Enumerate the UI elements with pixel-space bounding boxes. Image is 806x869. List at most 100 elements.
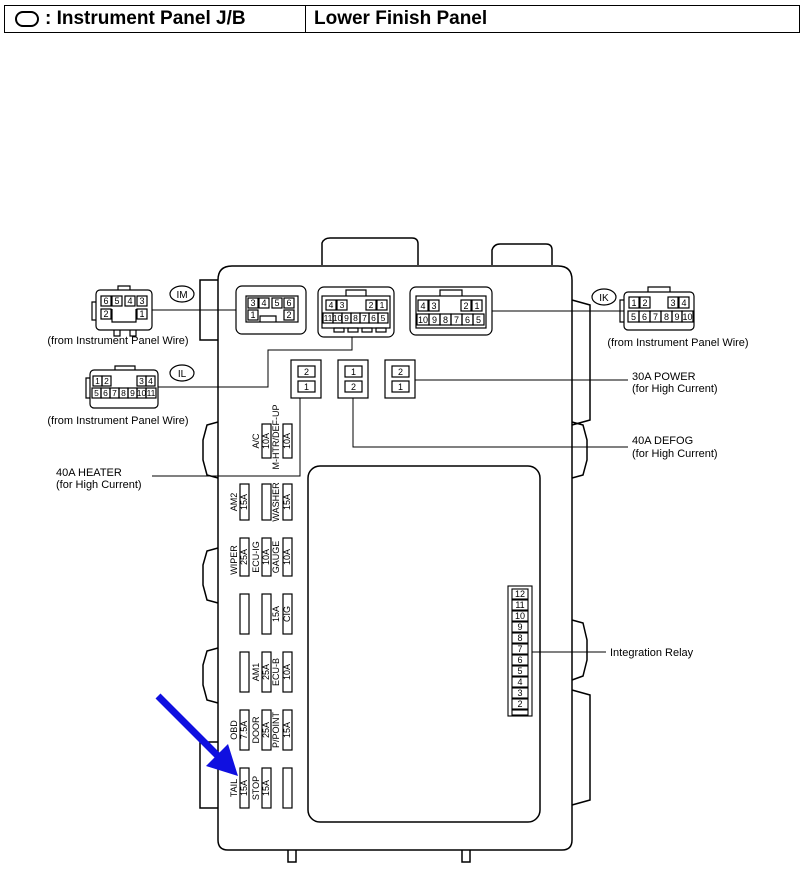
im-socket-pin <box>247 297 259 309</box>
im-socket-pin <box>283 297 295 309</box>
ext-il-pin: 8 <box>121 388 126 398</box>
external-connector-il: 1 2 3 4 5 6 7 8 9 10 11 <box>85 365 159 409</box>
fuse-ppoint-label: P/POINT <box>271 712 281 749</box>
ik-socket-pin-label: 8 <box>443 315 448 325</box>
left-bump-2 <box>202 547 219 604</box>
fuse-tail-amp: 15A <box>239 780 249 796</box>
ik-socket-pin-label: 7 <box>454 315 459 325</box>
ir-pin-label: 6 <box>517 655 522 665</box>
defog-pin-label: 2 <box>351 382 356 392</box>
integration-relay-strip: 12 11 10 9 8 7 6 5 4 3 2 <box>507 585 533 717</box>
ext-ik-pin: 3 <box>670 298 675 308</box>
fuse-door-label: DOOR <box>251 716 261 744</box>
housing-outline <box>217 265 573 851</box>
ext-ik-pin: 10 <box>682 312 692 322</box>
left-bump-3 <box>202 647 219 704</box>
left-bump-1 <box>202 421 219 479</box>
fuse-gauge-label: GAUGE <box>271 541 281 574</box>
il-tag: IL <box>178 369 187 380</box>
heater-leader-line <box>152 398 301 477</box>
header-left-title: : Instrument Panel J/B <box>45 8 246 29</box>
bottom-foot-right <box>461 850 471 863</box>
im-socket-pin-label: 6 <box>286 298 291 308</box>
ir-pin-label: 12 <box>515 589 525 599</box>
ext-il-pin: 7 <box>112 388 117 398</box>
fuse-mhtr-label: M-HTR/DEF-UP <box>271 405 281 470</box>
il-socket-pin-label: 10 <box>333 313 343 323</box>
power-sublabel: (for High Current) <box>632 383 718 395</box>
fuse-door-amp: 25A <box>261 722 271 738</box>
defog-pin-label: 1 <box>351 367 356 377</box>
relay-defog: 1 2 <box>337 359 369 399</box>
fuse-ecuig-amp: 10A <box>261 549 271 565</box>
fuse-cig-label: CIG <box>282 606 292 622</box>
defog-leader-line <box>352 398 628 448</box>
top-tab-right <box>491 243 553 265</box>
ext-il-pin: 9 <box>130 388 135 398</box>
defog-label: 40A DEFOG <box>632 435 693 447</box>
right-lug-top <box>571 299 591 426</box>
il-socket-pin-label: 1 <box>380 300 385 310</box>
relay-heater: 2 1 <box>290 359 322 399</box>
im-socket-pin <box>258 297 270 309</box>
im-socket-pin <box>283 309 295 321</box>
il-socket-pin-label: 5 <box>381 313 386 323</box>
fuse-am2-label: AM2 <box>229 493 239 512</box>
im-socket-pin-label: 4 <box>261 298 266 308</box>
ext-il-pin: 10 <box>137 388 147 398</box>
power-pin-label: 1 <box>398 382 403 392</box>
ik-socket: 4 3 2 1 10 9 8 7 6 5 <box>409 286 493 336</box>
im-socket-pin-label: 1 <box>250 310 255 320</box>
fuse-ecub-amp: 10A <box>282 664 292 680</box>
left-lug-bottom <box>199 741 218 809</box>
fuse-wiper-amp: 25A <box>239 549 249 565</box>
external-connector-ik: 1 2 3 4 5 6 7 8 9 10 <box>619 286 695 331</box>
fuse-am1-label: AM1 <box>251 663 261 682</box>
ik-socket-pin-label: 2 <box>463 301 468 311</box>
right-lug-bottom <box>571 689 591 806</box>
fuse-ecuig-label: ECU-IG <box>251 541 261 573</box>
ik-source-label: (from Instrument Panel Wire) <box>607 337 748 349</box>
right-bump-1 <box>571 421 588 479</box>
top-tab-left <box>321 237 419 265</box>
heater-pin-label: 1 <box>304 382 309 392</box>
bottom-foot-left <box>287 850 297 863</box>
header-right-title: Lower Finish Panel <box>314 8 488 29</box>
ir-pin-label: 8 <box>517 633 522 643</box>
fuse-cig-amp: 15A <box>271 606 281 622</box>
ik-tag: IK <box>599 293 609 304</box>
fuse-obd-label: OBD <box>229 720 239 740</box>
ik-tag-oval-icon <box>591 288 617 306</box>
fuse-am1-amp: 25A <box>261 664 271 680</box>
ext-il-pin: 4 <box>148 376 153 386</box>
ik-socket-pin-label: 3 <box>431 301 436 311</box>
ik-socket-pin-label: 5 <box>476 315 481 325</box>
ik-socket-pin-label: 1 <box>474 301 479 311</box>
im-tag-oval-icon <box>169 285 195 303</box>
ext-il-pin: 5 <box>94 388 99 398</box>
im-socket-pin-label: 3 <box>250 298 255 308</box>
ext-im-pin: 3 <box>139 296 144 306</box>
fuse-wiper-label: WIPER <box>229 545 239 575</box>
il-leader-line <box>158 337 353 388</box>
il-socket: 4 3 2 1 11 10 9 8 7 6 5 <box>317 286 395 338</box>
il-source-label: (from Instrument Panel Wire) <box>47 415 188 427</box>
oval-symbol-icon <box>15 11 39 27</box>
relay-power: 2 1 <box>384 359 416 399</box>
external-connector-im: 6 5 4 3 2 1 <box>91 285 153 337</box>
ir-pin-label: 10 <box>515 611 525 621</box>
im-socket-pin-label: 2 <box>286 310 291 320</box>
ext-il-pin: 1 <box>95 376 100 386</box>
ir-pin-label: 2 <box>517 699 522 709</box>
il-socket-pin-label: 11 <box>324 313 333 323</box>
ir-pin-label: 11 <box>515 600 524 610</box>
fuse-mhtr-amp: 10A <box>282 433 292 449</box>
fuse-am2-amp: 15A <box>239 494 249 510</box>
fuse-washer-label: WASHER <box>271 482 281 522</box>
im-source-label: (from Instrument Panel Wire) <box>47 335 188 347</box>
ext-im-pin: 4 <box>127 296 132 306</box>
il-socket-pin-label: 2 <box>369 300 374 310</box>
heater-label: 40A HEATER <box>56 467 122 479</box>
im-socket-pin <box>271 297 283 309</box>
